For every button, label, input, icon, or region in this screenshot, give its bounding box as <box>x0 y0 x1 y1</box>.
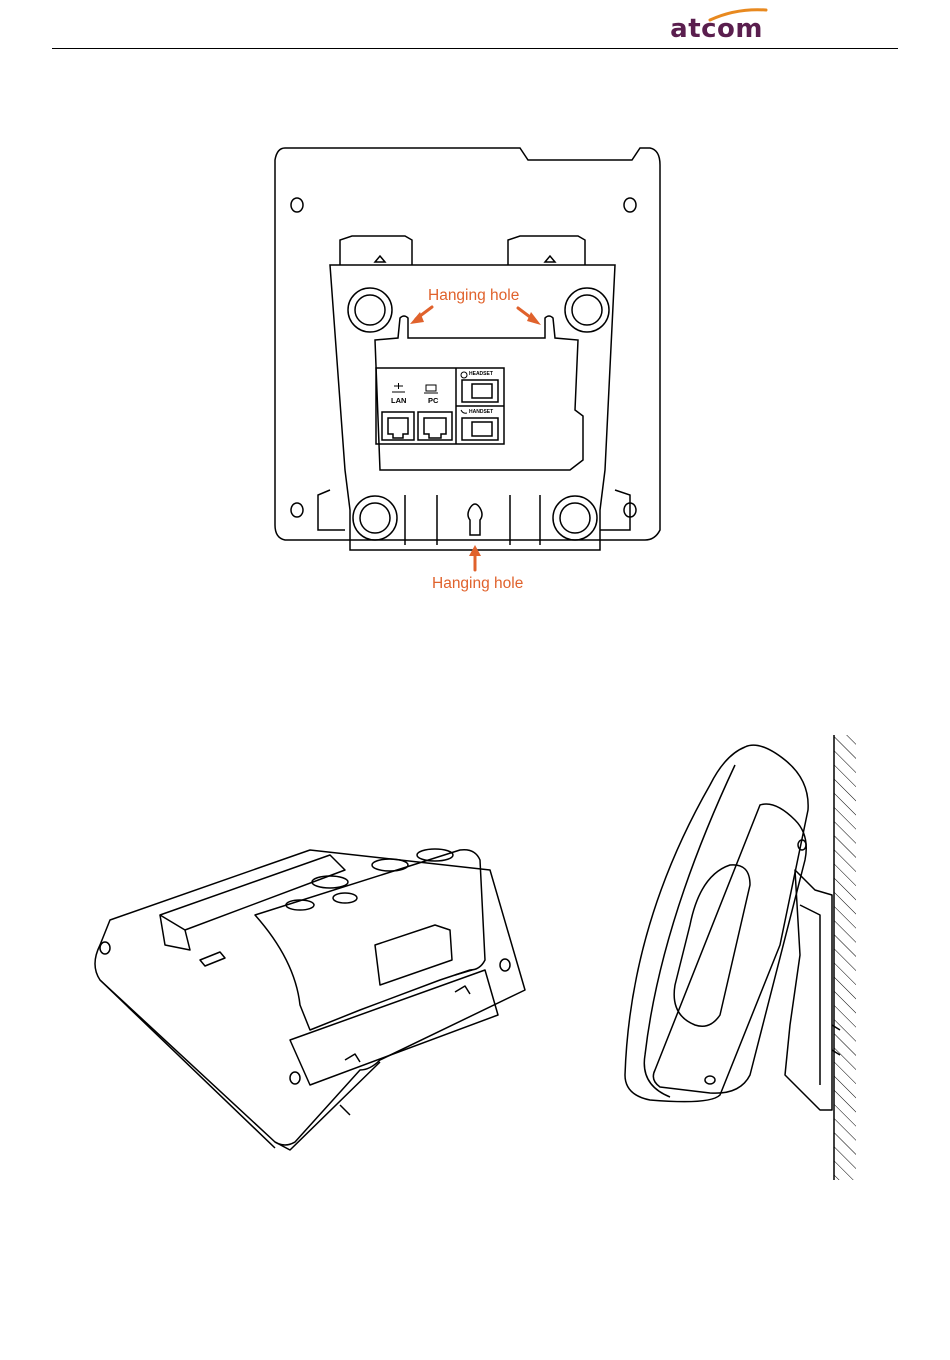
hanging-hole-bottom-label: Hanging hole <box>432 575 523 593</box>
phone-bracket-perspective-illustration <box>80 830 640 1290</box>
phone-wall-side-illustration <box>610 725 870 1185</box>
hanging-hole-top-label: Hanging hole <box>428 287 519 305</box>
lan-port-label: LAN <box>391 396 406 405</box>
pc-port-label: PC <box>428 396 438 405</box>
headset-port-label: HEADSET <box>469 371 493 377</box>
phone-back-illustration <box>0 0 950 620</box>
handset-port-label: HANDSET <box>469 409 493 415</box>
